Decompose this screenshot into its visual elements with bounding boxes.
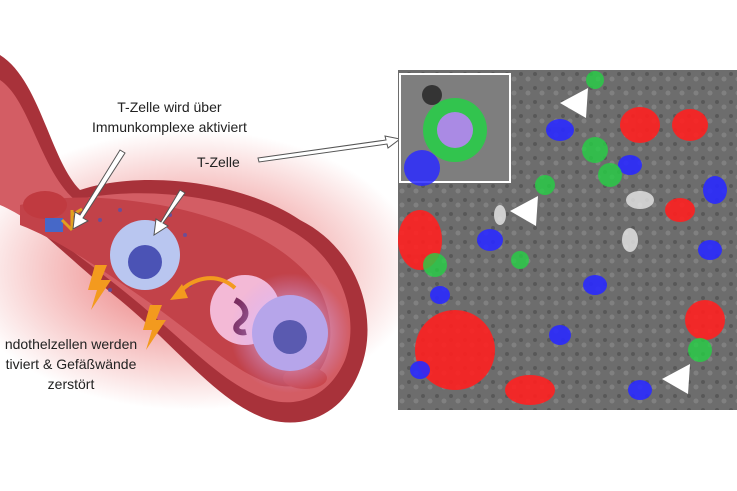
endothel-label-line2: tiviert & Gefäßwände: [5, 356, 137, 372]
activation-label-line2: Immunkomplexe aktiviert: [92, 119, 247, 135]
pointer-arrows: [72, 135, 402, 236]
t-cell: [98, 208, 192, 292]
lightning-icon: [88, 265, 166, 350]
immune-complex: [45, 207, 83, 232]
endothel-label-line1: ndothelzellen werden: [4, 336, 138, 352]
tcell-label: T-Zelle: [197, 154, 240, 170]
activation-label-line1: T-Zelle wird über: [117, 99, 222, 115]
arrowhead-markers: [510, 88, 690, 394]
endothel-label-line3: zerstört: [47, 376, 95, 392]
inset-image: [399, 73, 511, 186]
endothel-label: ndothelzellen werden tiviert & Gefäßwänd…: [0, 334, 146, 394]
activation-label: T-Zelle wird über Immunkomplexe aktivier…: [92, 97, 247, 137]
microscopy-image: [398, 70, 737, 410]
